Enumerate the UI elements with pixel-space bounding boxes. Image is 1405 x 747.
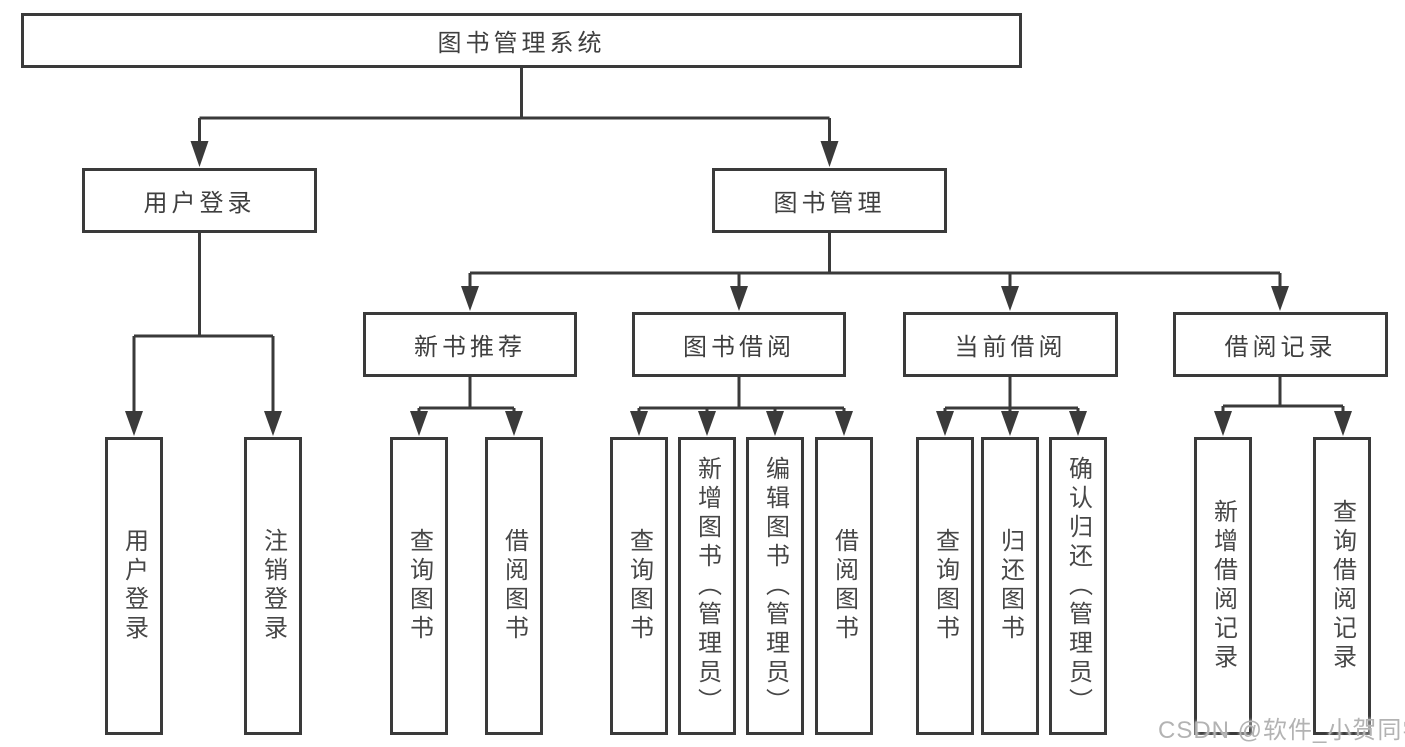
csdn-watermark: CSDN @软件_小贺同学	[1158, 717, 1405, 744]
node-label: 借阅记录	[1224, 334, 1337, 361]
node-label: 注销登录	[259, 528, 287, 644]
node-label: 用户登录	[120, 528, 148, 644]
leaf-recommend-query-books: 查询图书	[390, 437, 448, 735]
node-label: 图书借阅	[683, 334, 795, 361]
node-label: 借阅图书	[830, 528, 858, 644]
node-current-borrowing: 当前借阅	[903, 312, 1118, 377]
connector-root-to-level2	[198, 68, 831, 150]
arrow-icon	[1069, 411, 1087, 436]
node-label: 新书推荐	[414, 334, 526, 361]
leaf-return-books: 归还图书	[981, 437, 1039, 735]
node-label: 查询图书	[405, 528, 433, 644]
leaf-borrowing-borrow-books: 借阅图书	[815, 437, 873, 735]
arrow-icon	[125, 411, 143, 436]
node-label: 用户登录	[143, 190, 256, 217]
arrow-icon	[766, 411, 784, 436]
connector-records-to-leaves	[1221, 377, 1345, 420]
node-label: 新增借阅记录	[1209, 499, 1237, 673]
leaf-query-borrow-record: 查询借阅记录	[1313, 437, 1371, 735]
node-label: 编辑图书（管理员）	[761, 455, 789, 717]
node-book-management: 图书管理	[712, 168, 947, 233]
connector-mgmt-to-level3	[468, 233, 1282, 294]
arrow-icon	[1214, 411, 1232, 436]
node-label: 查询图书	[931, 528, 959, 644]
arrow-icon	[820, 141, 839, 167]
leaf-add-borrow-record: 新增借阅记录	[1194, 437, 1252, 735]
node-label: 图书管理	[773, 190, 886, 217]
arrow-icon	[1001, 411, 1019, 436]
leaf-current-query-books: 查询图书	[916, 437, 974, 735]
arrow-icon	[730, 286, 748, 311]
node-label: 确认归还（管理员）	[1064, 455, 1092, 717]
node-label: 新增图书（管理员）	[693, 455, 721, 717]
node-label: 查询图书	[625, 528, 653, 644]
arrow-icon	[410, 411, 428, 436]
arrowheads	[125, 141, 1352, 436]
connector-borrow-to-leaves	[637, 377, 846, 420]
arrow-icon	[190, 141, 209, 167]
node-label: 图书管理系统	[437, 30, 606, 57]
connector-login-to-leaves	[132, 233, 275, 420]
leaf-add-books-admin: 新增图书（管理员）	[678, 437, 736, 735]
arrow-icon	[264, 411, 282, 436]
node-label: 归还图书	[996, 528, 1024, 644]
node-label: 查询借阅记录	[1328, 499, 1356, 673]
arrow-icon	[505, 411, 523, 436]
arrow-icon	[630, 411, 648, 436]
leaf-borrowing-query-books: 查询图书	[610, 437, 668, 735]
leaf-confirm-return-admin: 确认归还（管理员）	[1049, 437, 1107, 735]
leaf-user-login: 用户登录	[105, 437, 163, 735]
arrow-icon	[835, 411, 853, 436]
leaf-recommend-borrow-books: 借阅图书	[485, 437, 543, 735]
node-new-book-recommend: 新书推荐	[363, 312, 577, 377]
connector-recommend-to-leaves	[417, 377, 516, 420]
arrow-icon	[1001, 286, 1019, 311]
node-borrow-records: 借阅记录	[1173, 312, 1388, 377]
arrow-icon	[698, 411, 716, 436]
arrow-icon	[936, 411, 954, 436]
node-label: 当前借阅	[954, 334, 1067, 361]
arrow-icon	[1271, 286, 1289, 311]
node-label: 借阅图书	[500, 528, 528, 644]
leaf-logout: 注销登录	[244, 437, 302, 735]
node-book-borrowing: 图书借阅	[632, 312, 846, 377]
node-library-management-system: 图书管理系统	[21, 13, 1022, 68]
arrow-icon	[461, 286, 479, 311]
leaf-edit-books-admin: 编辑图书（管理员）	[746, 437, 804, 735]
node-user-login: 用户登录	[82, 168, 317, 233]
arrow-icon	[1334, 411, 1352, 436]
